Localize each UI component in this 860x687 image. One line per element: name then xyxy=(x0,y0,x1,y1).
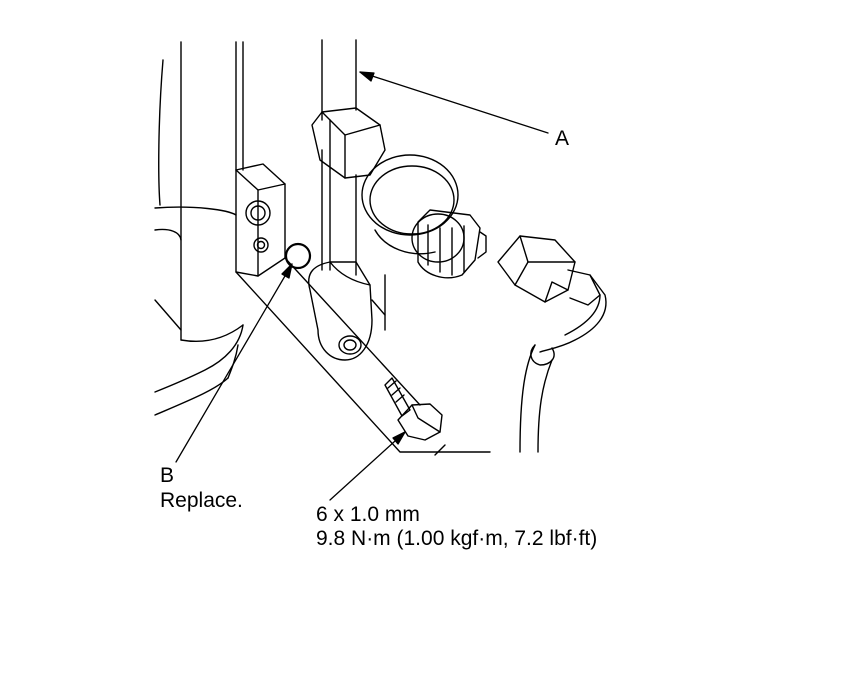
leader-bolt xyxy=(329,431,406,501)
bolt xyxy=(384,377,443,441)
callout-a-label: A xyxy=(555,127,570,150)
bolt-size-label: 6 x 1.0 mm xyxy=(316,503,420,526)
refrigerant-line xyxy=(321,39,357,276)
arrowhead-bolt xyxy=(392,431,406,445)
mount-bracket xyxy=(235,163,286,277)
leader-lines xyxy=(175,71,549,501)
bolt-torque-label: 9.8 N·m (1.00 kgf·m, 7.2 lbf·ft) xyxy=(316,527,598,550)
leader-a xyxy=(359,71,549,134)
arrowhead-a xyxy=(359,71,375,82)
callout-b-note: Replace. xyxy=(160,489,243,512)
pressure-sensor xyxy=(361,154,487,279)
panel-lines xyxy=(235,257,491,456)
leader-b xyxy=(175,263,293,463)
o-ring xyxy=(284,242,312,270)
housing-body xyxy=(154,41,244,416)
harness-connector xyxy=(497,235,607,453)
arrowhead-b xyxy=(281,263,293,279)
line-fitting xyxy=(311,107,386,179)
banjo-fitting xyxy=(308,261,373,361)
callout-b-label: B xyxy=(160,464,175,487)
